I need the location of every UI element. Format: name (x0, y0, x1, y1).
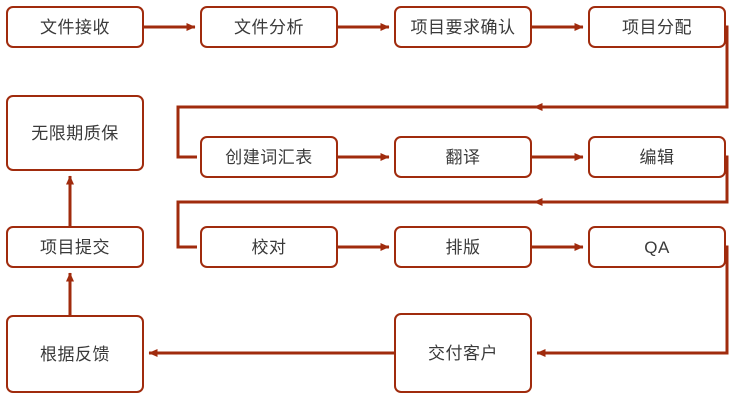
node-label: 交付客户 (428, 343, 498, 363)
node-act-on-feedback[interactable]: 根据反馈 (6, 315, 144, 393)
node-label: 项目提交 (40, 237, 110, 257)
node-label: 文件分析 (234, 17, 304, 37)
node-label: 根据反馈 (40, 344, 110, 364)
node-deliver-to-client[interactable]: 交付客户 (394, 313, 532, 393)
node-proofread[interactable]: 校对 (200, 226, 338, 268)
node-file-analysis[interactable]: 文件分析 (200, 6, 338, 48)
node-file-receive[interactable]: 文件接收 (6, 6, 144, 48)
node-label: 校对 (251, 237, 287, 257)
node-label: QA (644, 237, 670, 257)
node-project-submit[interactable]: 项目提交 (6, 226, 144, 268)
node-label: 创建词汇表 (225, 147, 313, 167)
node-translate[interactable]: 翻译 (394, 136, 532, 178)
node-requirement-confirm[interactable]: 项目要求确认 (394, 6, 532, 48)
node-create-glossary[interactable]: 创建词汇表 (200, 136, 338, 178)
node-unlimited-warranty[interactable]: 无限期质保 (6, 95, 144, 171)
node-project-assign[interactable]: 项目分配 (588, 6, 726, 48)
node-label: 排版 (445, 237, 481, 257)
edge-project-assign-to-glossary-wrap (176, 25, 729, 159)
node-label: 编辑 (639, 147, 675, 167)
node-label: 翻译 (445, 147, 481, 167)
node-edit[interactable]: 编辑 (588, 136, 726, 178)
node-label: 无限期质保 (31, 123, 119, 143)
node-label: 文件接收 (40, 17, 110, 37)
node-label: 项目要求确认 (410, 17, 516, 37)
node-label: 项目分配 (622, 17, 692, 37)
edge-edit-to-proofread-wrap (176, 155, 729, 249)
edge-qa-to-deliver-wrap (560, 245, 729, 355)
node-qa[interactable]: QA (588, 226, 726, 268)
node-typeset[interactable]: 排版 (394, 226, 532, 268)
